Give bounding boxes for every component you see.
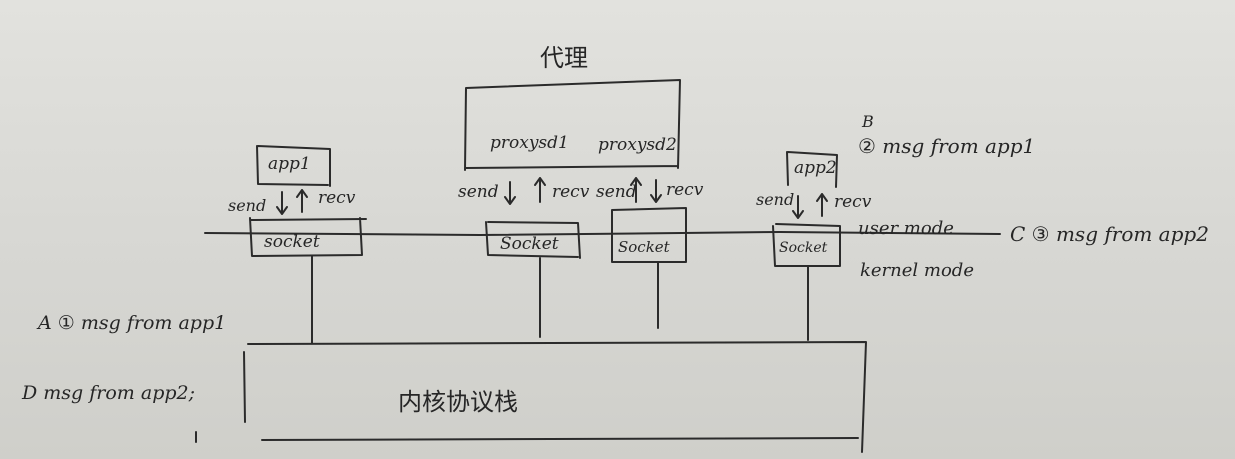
step-c-letter: C: [1010, 222, 1026, 246]
step-d: D msg from app2;: [22, 382, 195, 404]
socket-proxy1-box: [485, 221, 581, 259]
app1-send-arrow: [276, 191, 288, 215]
socket-app1-box: [249, 217, 367, 257]
proxy1-recv-label: recv: [552, 182, 590, 202]
proxy2-send-arrow: [650, 179, 662, 203]
step-b: ② msg from app1: [858, 134, 1035, 158]
step-a-text: msg from app1: [80, 312, 227, 334]
proxy2-recv-label: recv: [666, 180, 704, 200]
socket-app2-box: [772, 223, 841, 267]
step-b-letter: B: [862, 112, 874, 131]
app2-send-arrow: [792, 195, 804, 219]
app1-recv-arrow: [296, 189, 308, 213]
socket-app2-label: Socket: [779, 240, 828, 256]
proxy-title: 代理: [540, 44, 588, 72]
step-a-letter: A: [38, 312, 52, 334]
app1-box: [256, 145, 331, 187]
proxy2-send-label: send: [596, 182, 637, 202]
step-b-text: msg from app1: [882, 134, 1036, 158]
socket-app1-label: socket: [264, 232, 320, 252]
app1-label: app1: [268, 154, 311, 174]
app2-box: [786, 151, 838, 188]
step-a: A ① msg from app1: [38, 312, 226, 334]
proxy1-send-label: send: [458, 182, 499, 202]
step-a-marker: ①: [57, 312, 75, 334]
socket-proxy2-label: Socket: [618, 238, 670, 256]
app1-send-label: send: [228, 196, 267, 215]
app2-recv-label: recv: [834, 192, 872, 212]
user-mode-label: user mode: [858, 218, 954, 239]
step-d-text: msg from app2;: [43, 382, 196, 404]
app2-send-label: send: [756, 190, 795, 209]
kernel-stack-box: [243, 341, 867, 453]
user-kernel-divider: [204, 231, 1001, 236]
step-c: C ③ msg from app2: [1010, 222, 1209, 246]
proxy-sd2-label: proxysd2: [598, 135, 677, 155]
step-b-marker: ②: [858, 134, 876, 158]
step-c-text: msg from app2: [1055, 222, 1209, 246]
proxy1-send-arrow: [504, 181, 516, 205]
proxy2-recv-arrow: [630, 177, 642, 203]
step-c-marker: ③: [1031, 222, 1050, 246]
app2-recv-arrow: [816, 193, 828, 217]
kernel-stack-label: 内核协议栈: [398, 388, 518, 416]
kernel-mode-label: kernel mode: [860, 260, 974, 281]
app2-label: app2: [794, 158, 837, 178]
socket-proxy2-box: [611, 207, 687, 263]
proxy1-recv-arrow: [534, 177, 546, 203]
proxy-box: [464, 79, 681, 171]
socket-proxy1-label: Socket: [500, 234, 559, 254]
app1-recv-label: recv: [318, 188, 356, 208]
step-d-letter: D: [22, 382, 38, 404]
proxy-sd1-label: proxysd1: [490, 133, 569, 153]
